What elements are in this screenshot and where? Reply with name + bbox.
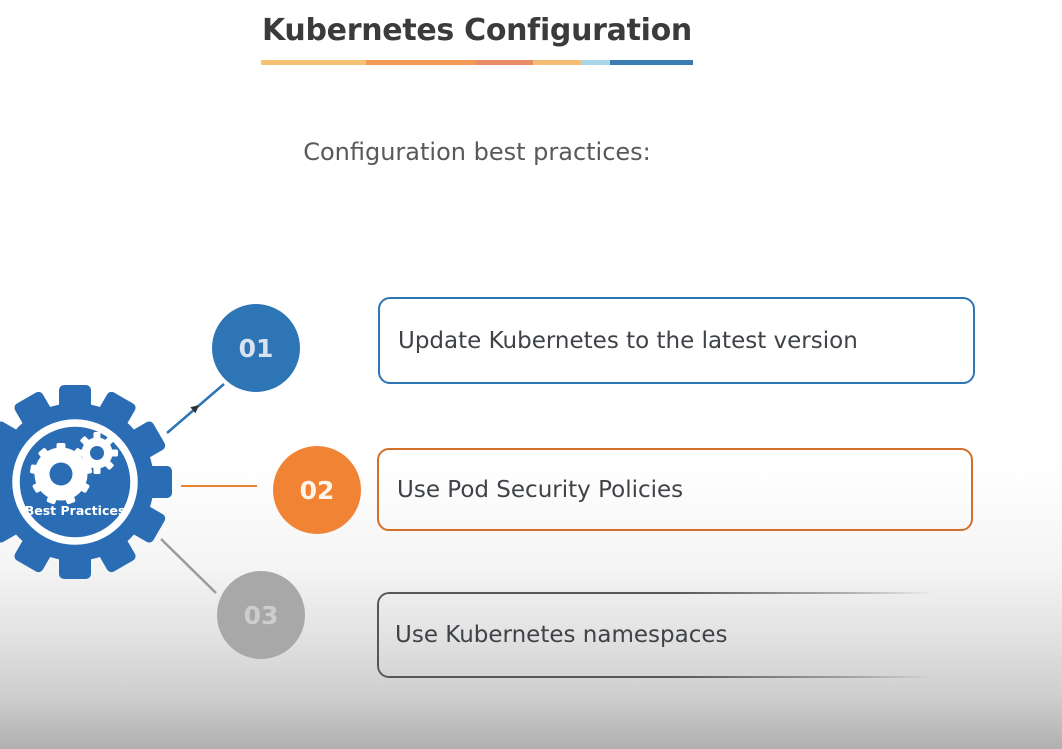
step-circle-02: 02 (273, 446, 361, 534)
page-title: Kubernetes Configuration (262, 13, 692, 48)
best-practices-gear-icon: Best Practices (0, 385, 172, 579)
item-label: Use Kubernetes namespaces (395, 622, 728, 648)
title-underline (261, 60, 693, 65)
connector-arrow-icon (190, 405, 199, 414)
underline-segment (533, 60, 581, 65)
step-number: 03 (243, 600, 279, 630)
item-box-update-kubernetes: Update Kubernetes to the latest version (378, 297, 975, 384)
item-box-pod-security: Use Pod Security Policies (377, 448, 973, 531)
step-circle-03: 03 (217, 571, 305, 659)
underline-segment (476, 60, 533, 65)
inner-cog-large-icon (30, 443, 92, 505)
underline-segment (581, 60, 610, 65)
step-number: 01 (238, 333, 274, 363)
item-label: Use Pod Security Policies (397, 476, 684, 503)
gear-inner-ring (12, 419, 138, 545)
inner-cog-small-icon (76, 432, 118, 474)
item-box-namespaces: Use Kubernetes namespaces (377, 592, 970, 678)
underline-segment (610, 60, 693, 65)
step-number: 02 (299, 475, 335, 505)
item-label: Update Kubernetes to the latest version (398, 327, 858, 354)
connector-line-1 (166, 383, 225, 434)
connector-line-3 (160, 538, 217, 594)
subtitle: Configuration best practices: (303, 138, 651, 166)
hub-label: Best Practices (25, 503, 126, 518)
underline-segment (366, 60, 476, 65)
step-circle-01: 01 (212, 304, 300, 392)
underline-segment (261, 60, 366, 65)
